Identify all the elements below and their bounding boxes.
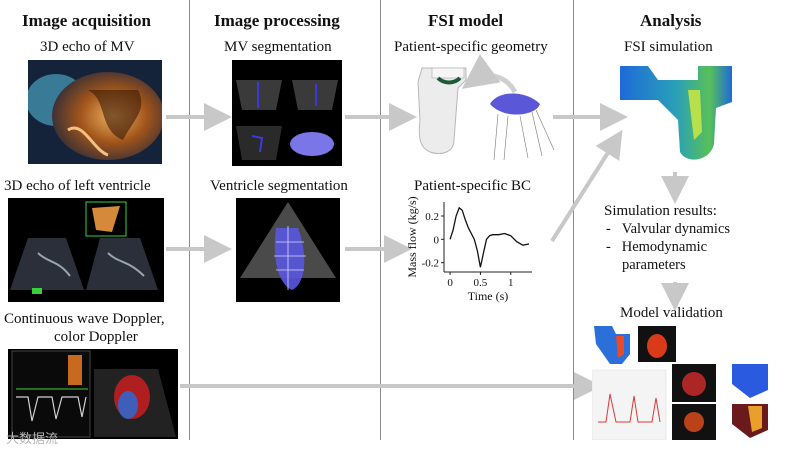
results-item-hemodynamic: - Hemodynamic	[606, 239, 708, 255]
patient-geometry-image	[417, 67, 555, 161]
column-divider	[573, 0, 574, 440]
x-tick-label: 0	[447, 277, 453, 289]
x-tick-label: 0.5	[474, 277, 488, 289]
results-item-text: Valvular dynamics	[621, 221, 731, 237]
lv-echo-image	[8, 198, 164, 302]
mv-echo-image	[28, 60, 162, 164]
column-divider	[380, 0, 381, 440]
doppler-label-line2: color Doppler	[54, 329, 138, 345]
column-header-fsi: FSI model	[428, 11, 504, 30]
results-item-dynamics: - Valvular dynamics	[606, 221, 731, 237]
mv-echo-label: 3D echo of MV	[40, 39, 135, 55]
results-item-parameters: parameters	[622, 257, 686, 273]
fsi-simulation-label: FSI simulation	[624, 39, 713, 55]
bc-label: Patient-specific BC	[414, 178, 532, 194]
mv-segmentation-label: MV segmentation	[224, 39, 332, 55]
ventricle-segmentation-label: Ventricle segmentation	[210, 178, 348, 194]
curved-arrow-geometry	[461, 54, 518, 94]
mv-segmentation-image	[232, 60, 342, 166]
doppler-label-line1: Continuous wave Doppler,	[4, 311, 165, 327]
ventricle-segmentation-image	[236, 198, 340, 302]
x-axis-label: Time (s)	[468, 289, 509, 303]
column-header-analysis: Analysis	[640, 11, 702, 30]
fsi-simulation-image	[620, 66, 732, 160]
arrow-bc-to-sim	[550, 129, 623, 243]
doppler-image	[8, 349, 178, 439]
results-item-text: Hemodynamic	[621, 239, 708, 255]
column-divider	[189, 0, 190, 440]
y-axis-label: Mass flow (kg/s)	[405, 196, 419, 277]
x-tick-label: 1	[508, 277, 514, 289]
y-tick-label: 0	[434, 234, 440, 246]
y-tick-label: -0.2	[422, 258, 439, 270]
column-header-processing: Image processing	[214, 11, 340, 30]
mass-flow-series-line	[449, 206, 530, 268]
y-tick-label: 0.2	[425, 211, 439, 223]
validation-label: Model validation	[620, 305, 723, 321]
column-header-acquisition: Image acquisition	[22, 11, 151, 30]
watermark: 大数据流	[6, 432, 59, 447]
results-title: Simulation results:	[604, 203, 717, 219]
geometry-label: Patient-specific geometry	[394, 39, 548, 55]
lv-echo-label: 3D echo of left ventricle	[4, 178, 151, 194]
model-validation-image	[592, 324, 772, 440]
